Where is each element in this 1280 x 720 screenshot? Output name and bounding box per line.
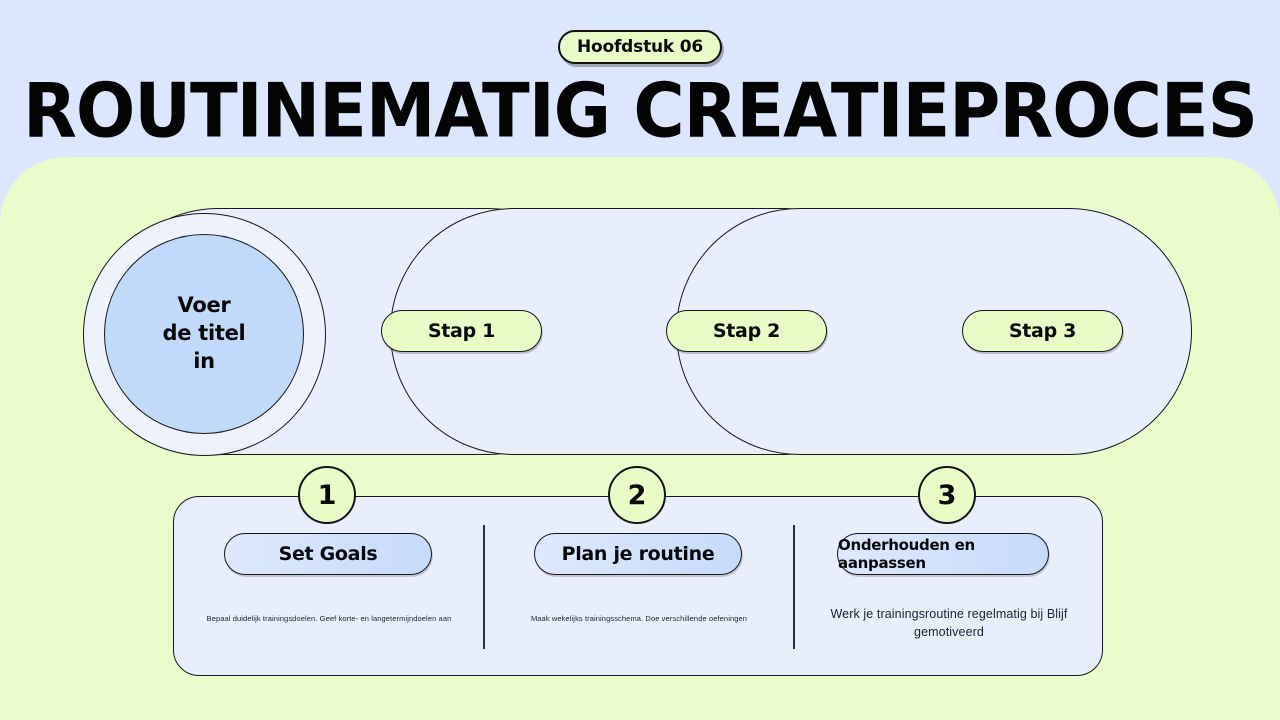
step-pill-2-label: Stap 2 [712,320,781,342]
step-number-3: 3 [937,479,957,511]
detail-pill-3[interactable]: Onderhouden en aanpassen [837,533,1049,575]
step-number-1: 1 [317,479,337,511]
detail-description-2: Maak wekelijks trainingsschema. Doe vers… [530,614,748,623]
details-card: Set Goals Bepaal duidelijk trainingsdoel… [173,496,1103,676]
column-divider-1 [483,525,485,649]
step-pill-1[interactable]: Stap 1 [381,310,542,352]
step-pill-3-label: Stap 3 [1008,320,1077,342]
chapter-badge-label: Hoofdstuk 06 [577,37,703,57]
step-number-badge-1: 1 [298,466,356,524]
step-number-badge-3: 3 [918,466,976,524]
step-pill-3[interactable]: Stap 3 [962,310,1123,352]
chapter-badge: Hoofdstuk 06 [558,30,722,64]
step-number-2: 2 [627,479,647,511]
column-divider-2 [793,525,795,649]
detail-pill-1[interactable]: Set Goals [224,533,432,575]
hero-title: Voer de titel in [162,293,246,373]
page-title: ROUTINEMATIG CREATIEPROCES [23,67,1258,155]
detail-column-2: Plan je routine Maak wekelijks trainings… [484,497,794,677]
step-number-badge-2: 2 [608,466,666,524]
detail-description-1: Bepaal duidelijk trainingsdoelen. Geef k… [206,614,452,623]
detail-pill-1-label: Set Goals [278,543,378,565]
detail-column-3: Onderhouden en aanpassen Werk je trainin… [794,497,1104,677]
detail-pill-2-label: Plan je routine [561,543,715,565]
detail-description-3: Werk je trainingsroutine regelmatig bij … [830,607,1068,640]
detail-pill-3-label: Onderhouden en aanpassen [838,536,975,572]
hero-circle[interactable]: Voer de titel in [104,234,304,434]
detail-pill-2[interactable]: Plan je routine [534,533,742,575]
header-band: Hoofdstuk 06 ROUTINEMATIG CREATIEPROCES [0,0,1280,175]
step-pill-1-label: Stap 1 [427,320,496,342]
detail-column-1: Set Goals Bepaal duidelijk trainingsdoel… [174,497,484,677]
step-pill-2[interactable]: Stap 2 [666,310,827,352]
